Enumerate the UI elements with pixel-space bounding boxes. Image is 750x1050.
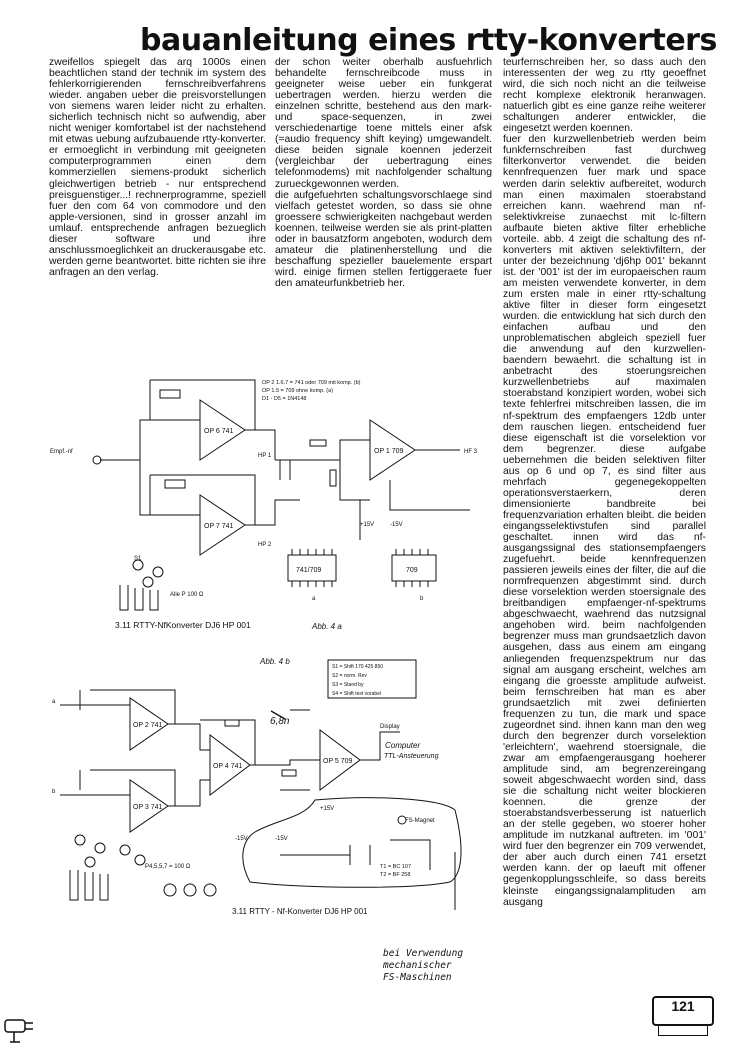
figure-a-minus15-label: -15V — [390, 522, 403, 528]
figure-b-a-label: a — [52, 699, 56, 705]
figure-b-op3-label: OP 3 741 — [133, 804, 163, 811]
figure-a-hf3-label: HF 3 — [464, 449, 478, 455]
figure-a-note-2: OP 1.5 = 709 ohne komp. (a) — [262, 388, 333, 394]
figure-a-plus15-label: +15V — [360, 522, 374, 528]
figure-b-cap-note: 6,8n — [270, 716, 290, 727]
figure-a-op7-label: OP 7 741 — [204, 523, 234, 530]
figure-b-b-label: b — [52, 789, 56, 795]
figure-b-op4-label: OP 4 741 — [213, 763, 243, 770]
figure-a-note-1: OP 2 1.6.7 = 741 oder 709 mit komp. (b) — [262, 380, 361, 386]
figure-b-legend-1: S1 = Shift 170 425 850 — [332, 664, 383, 670]
figure-a-s1-label: S1 — [134, 556, 142, 562]
figure-a-input-label: Empf.-nf — [50, 449, 73, 455]
figure-a-alle-label: Alle P 100 Ω — [170, 592, 204, 598]
figure-b-legend-2: S2 = norm. Rev — [332, 673, 367, 679]
figure-b-ttl-note: TTL-Ansteuerung — [384, 753, 439, 760]
figure-b-display-label: Display — [380, 724, 400, 730]
schematic-figure-b: Abb. 4 b S1 = Shift 170 425 850 S2 = nor… — [52, 657, 462, 916]
figure-a-op1-label: OP 1 709 — [374, 448, 404, 455]
figure-b-t2-label: T2 = BF 258 — [380, 872, 410, 878]
figure-b-legend-4: S4 = Shift test vorabel — [332, 691, 381, 697]
page-title: bauanleitung eines rtty-konverters — [140, 23, 717, 58]
figure-a-note-3: D1 - D5 = 1N4148 — [262, 396, 306, 402]
figure-b-op2-label: OP 2 741 — [133, 722, 163, 729]
figure-b-t1-label: T1 = BC 107 — [380, 864, 411, 870]
figure-b-legend-3: S3 = Stand by — [332, 682, 364, 688]
figure-a-hp2-label: HP 2 — [258, 542, 272, 548]
figure-a-op6-label: OP 6 741 — [204, 428, 234, 435]
figure-a-caption: 3.11 RTTY-NfKonverter DJ6 HP 001 — [115, 620, 251, 630]
text-column-1: zweifellos spiegelt das arq 1000s einen … — [49, 57, 266, 278]
figure-b-minus15b-label: -15V — [275, 836, 288, 842]
figure-a-abb-label: Abb. 4 a — [311, 622, 342, 631]
figure-b-caption: 3.11 RTTY - Nf-Konverter DJ6 HP 001 — [232, 907, 368, 916]
figure-a-ic2-label: 709 — [406, 567, 418, 574]
figure-a-hp1-label: HP 1 — [258, 453, 272, 459]
figure-a-ic1-label: 741/709 — [296, 567, 321, 574]
plug-icon — [4, 1019, 33, 1043]
figure-b-abb-label: Abb. 4 b — [259, 657, 290, 666]
figure-b-minus15a-label: -15V — [235, 836, 248, 842]
figure-b-computer-note: Computer — [385, 741, 420, 750]
page-number: 121 — [671, 998, 695, 1014]
page-number-box: 121 — [652, 996, 714, 1036]
figure-b-op5-label: OP 5 709 — [323, 758, 353, 765]
figure-b-fsmagnet-label: FS-Magnet — [405, 818, 435, 824]
figure-a-a-label: a — [312, 596, 316, 602]
text-column-3: teurfernschreiben her, so dass auch den … — [503, 57, 706, 908]
text-column-2: der schon weiter oberhalb ausfuehrlich b… — [275, 57, 492, 289]
computer-icon-keyboard — [658, 1025, 708, 1036]
figure-b-pot-label: P4,5,5,7 = 100 Ω — [145, 864, 191, 870]
figure-b-plus15-label: +15V — [320, 806, 334, 812]
handwritten-note: bei Verwendung mechanischer FS-Maschinen — [383, 948, 464, 983]
schematic-figure-a: OP 2 1.6.7 = 741 oder 709 mit komp. (b) … — [50, 379, 478, 631]
figure-a-b-label: b — [420, 596, 424, 602]
